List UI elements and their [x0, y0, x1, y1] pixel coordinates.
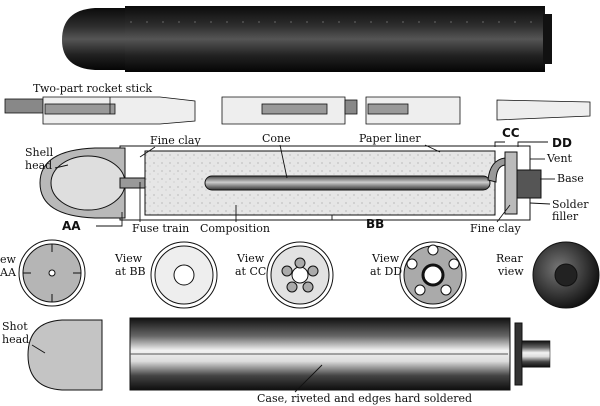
label-vent: Vent: [546, 152, 573, 165]
label-rocket-stick: Two-part rocket stick: [33, 82, 152, 95]
end-plate: [514, 322, 523, 386]
label-fine-clay-rear: Fine clay: [470, 222, 521, 235]
label-fuse-train: Fuse train: [132, 222, 189, 235]
label-cc: CC: [502, 126, 520, 140]
base-nozzle: [521, 340, 551, 368]
rocket-exterior: [62, 6, 552, 72]
label-view-cc-1: View: [236, 252, 265, 265]
rocket-end-cap: [543, 14, 552, 64]
shot-head: [27, 319, 103, 391]
section-views: [18, 239, 600, 309]
label-dd: DD: [552, 136, 572, 150]
label-view-aa-2: AA: [0, 266, 17, 279]
label-view-bb-1: View: [114, 252, 143, 265]
label-shot: Shot: [2, 320, 28, 333]
fuse-train: [119, 177, 146, 189]
label-base: Base: [557, 172, 584, 185]
label-shell: Shell: [25, 146, 54, 159]
rocket-body: [125, 6, 545, 72]
rocket-nose-cap: [62, 8, 125, 70]
label-paper-liner: Paper liner: [359, 132, 421, 145]
base-thread: [516, 169, 542, 199]
label-solder: Solder: [552, 198, 589, 211]
label-cone: Cone: [262, 132, 291, 145]
rocket-cross-section: [39, 145, 542, 221]
label-bb: BB: [366, 217, 384, 231]
label-view-bb-2: at BB: [115, 265, 146, 278]
rocket-stick: [4, 96, 591, 125]
label-aa: AA: [62, 219, 81, 233]
label-fine-clay-front: Fine clay: [150, 134, 201, 147]
view-labels: ew AA View at BB View at CC View at DD R…: [0, 252, 524, 279]
label-case: Case, riveted and edges hard soldered: [257, 392, 472, 405]
label-composition: Composition: [200, 222, 270, 235]
label-head-2: head: [2, 333, 29, 346]
label-view-dd-1: View: [371, 252, 400, 265]
section-labels: Shell head Fine clay Cone Paper liner CC…: [25, 126, 589, 235]
label-view-cc-2: at CC: [235, 265, 266, 278]
label-view-aa-1: ew: [0, 253, 17, 266]
label-filler: filler: [552, 210, 579, 223]
label-rear-1: Rear: [496, 252, 523, 265]
cone: [204, 175, 491, 191]
label-view-dd-2: at DD: [370, 265, 402, 278]
exploded-parts: [27, 317, 551, 391]
label-rear-2: view: [497, 265, 524, 278]
label-head: head: [25, 159, 52, 172]
